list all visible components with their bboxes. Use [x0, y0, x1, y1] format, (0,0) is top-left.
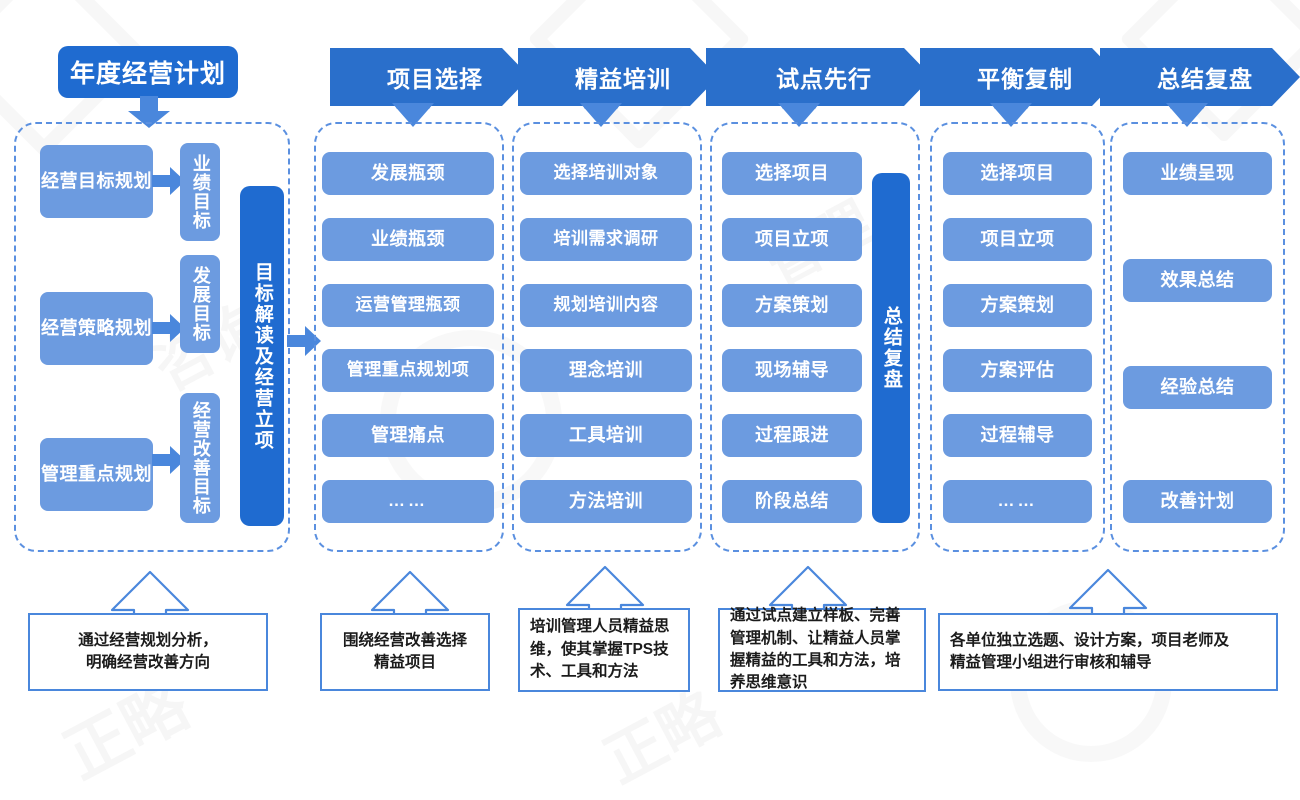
pill-target-1[interactable]: 业绩目标 — [180, 143, 220, 241]
note-box-3: 培训管理人员精益思 维，使其掌握TPS技 术、工具和方法 — [518, 608, 690, 692]
column-lean-training — [512, 122, 702, 552]
list-item[interactable]: 发展瓶颈 — [322, 152, 494, 195]
stage-down-arrow-pilot-first — [778, 103, 820, 127]
note-box-2: 围绕经营改善选择 精益项目 — [320, 613, 490, 691]
pill-target-label: 经营改善目标 — [190, 401, 211, 515]
callout-arrow-5 — [1068, 568, 1148, 618]
list-item[interactable]: 工具培训 — [520, 414, 692, 457]
list-item[interactable]: 选择培训对象 — [520, 152, 692, 195]
stage-down-arrow-balanced-replication — [990, 103, 1032, 127]
column-pilot-first — [710, 122, 920, 552]
column-project-selection — [314, 122, 504, 552]
list-item[interactable]: 管理痛点 — [322, 414, 494, 457]
note-box-4: 通过试点建立样板、完善 管理机制、让精益人员掌 握精益的工具和方法，培 养思维意… — [718, 607, 926, 692]
stage-label: 平衡复制 — [977, 66, 1073, 92]
list-item[interactable]: 培训需求调研 — [520, 218, 692, 261]
stage-label: 总结复盘 — [1157, 66, 1253, 92]
list-item[interactable]: 方案评估 — [943, 349, 1092, 392]
stage-header-project-selection[interactable]: 项目选择 — [330, 48, 530, 106]
stage-label: 项目选择 — [387, 66, 483, 92]
list-item[interactable]: 方案策划 — [943, 284, 1092, 327]
pill-source-2[interactable]: 经营策略规划 — [40, 292, 153, 365]
column-summary-review — [1110, 122, 1285, 552]
list-item[interactable]: 选择项目 — [722, 152, 862, 195]
pill-source-1[interactable]: 经营目标规划 — [40, 145, 153, 218]
right-arrow-3 — [152, 446, 185, 474]
stage-down-arrow-lean-training — [580, 103, 622, 127]
annual-plan-down-arrow — [128, 96, 170, 128]
side-bar-pilot-summary[interactable]: 总结复盘 — [872, 173, 910, 523]
right-arrow-2 — [152, 314, 185, 342]
list-item[interactable]: 经验总结 — [1123, 366, 1272, 409]
list-item[interactable]: 运营管理瓶颈 — [322, 284, 494, 327]
pill-target-3[interactable]: 经营改善目标 — [180, 393, 220, 523]
side-bar-label: 目标解读及经营立项 — [251, 261, 273, 451]
list-item[interactable]: 理念培训 — [520, 349, 692, 392]
diagram-canvas: 正略 正略 咨询 管理 年度经营计划 项目选择 精益培训 试点先行 平衡复制 — [14, 46, 1300, 692]
stage-label: 试点先行 — [776, 66, 872, 92]
stage-label: 精益培训 — [575, 66, 671, 92]
annual-plan-title: 年度经营计划 — [58, 46, 238, 98]
list-item[interactable]: 阶段总结 — [722, 480, 862, 523]
pill-source-3[interactable]: 管理重点规划 — [40, 438, 153, 511]
pill-target-label: 业绩目标 — [190, 154, 211, 230]
side-bar-label: 总结复盘 — [880, 306, 902, 390]
list-item[interactable]: 项目立项 — [722, 218, 862, 261]
stage-header-summary-review[interactable]: 总结复盘 — [1100, 48, 1300, 106]
list-item[interactable]: 方案策划 — [722, 284, 862, 327]
list-item[interactable]: 规划培训内容 — [520, 284, 692, 327]
note-box-1: 通过经营规划分析， 明确经营改善方向 — [28, 613, 268, 691]
note-text: 通过经营规划分析， 明确经营改善方向 — [78, 631, 218, 671]
stage-header-balanced-replication[interactable]: 平衡复制 — [920, 48, 1120, 106]
list-item[interactable]: 业绩呈现 — [1123, 152, 1272, 195]
note-box-5: 各单位独立选题、设计方案，项目老师及 精益管理小组进行审核和辅导 — [938, 613, 1278, 691]
list-item[interactable]: …… — [322, 480, 494, 523]
column-connector-arrow — [287, 326, 321, 356]
stage-down-arrow-project-selection — [392, 103, 434, 127]
list-item[interactable]: 方法培训 — [520, 480, 692, 523]
list-item[interactable]: 过程跟进 — [722, 414, 862, 457]
note-text: 围绕经营改善选择 精益项目 — [342, 631, 467, 671]
column-balanced-replication — [930, 122, 1105, 552]
list-item[interactable]: 现场辅导 — [722, 349, 862, 392]
note-text: 培训管理人员精益思 维，使其掌握TPS技 术、工具和方法 — [530, 618, 670, 681]
list-item[interactable]: 业绩瓶颈 — [322, 218, 494, 261]
list-item[interactable]: 项目立项 — [943, 218, 1092, 261]
pill-target-label: 发展目标 — [190, 266, 211, 342]
side-bar-annual-plan[interactable]: 目标解读及经营立项 — [240, 186, 284, 526]
list-item[interactable]: 效果总结 — [1123, 259, 1272, 302]
list-item[interactable]: …… — [943, 480, 1092, 523]
stage-down-arrow-summary-review — [1166, 103, 1208, 127]
note-text: 各单位独立选题、设计方案，项目老师及 精益管理小组进行审核和辅导 — [950, 631, 1230, 671]
right-arrow-1 — [152, 167, 185, 195]
pill-target-2[interactable]: 发展目标 — [180, 255, 220, 353]
list-item[interactable]: 过程辅导 — [943, 414, 1092, 457]
stage-header-lean-training[interactable]: 精益培训 — [518, 48, 718, 106]
list-item[interactable]: 改善计划 — [1123, 480, 1272, 523]
note-text: 通过试点建立样板、完善 管理机制、让精益人员掌 握精益的工具和方法，培 养思维意… — [730, 607, 901, 692]
list-item[interactable]: 管理重点规划项 — [322, 349, 494, 392]
list-item[interactable]: 选择项目 — [943, 152, 1092, 195]
stage-header-pilot-first[interactable]: 试点先行 — [706, 48, 932, 106]
